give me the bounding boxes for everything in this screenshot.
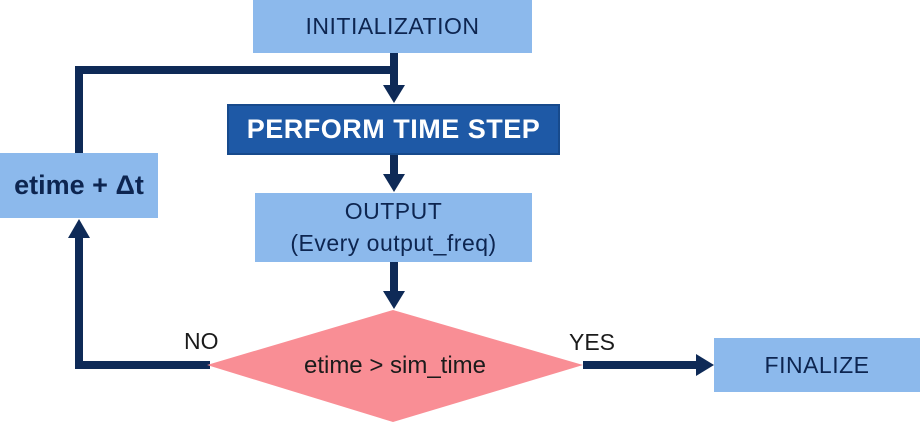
node-initialization: INITIALIZATION [253,0,532,53]
arrowhead-output-to-decision [383,291,405,309]
node-finalize-label: FINALIZE [764,351,870,378]
branch-label-no: NO [184,328,219,354]
decision-label: etime > sim_time [303,352,487,379]
node-perform-time-step: PERFORM TIME STEP [227,104,560,155]
node-initialization-label: INITIALIZATION [305,13,480,39]
node-etime-increment-label: etime + Δt [14,170,144,200]
decision-node: etime > sim_time [207,310,583,422]
node-output-sublabel: (Every output_freq) [290,229,497,256]
node-finalize: FINALIZE [714,338,920,392]
decision-diamond-shape [207,310,583,422]
node-etime-increment: etime + Δt [0,153,158,218]
branch-label-yes: YES [569,329,616,355]
node-perform-time-step-label: PERFORM TIME STEP [246,114,541,144]
node-output: OUTPUT (Every output_freq) [255,193,532,262]
edge-etime-loop-back [75,66,398,153]
arrowhead-init-to-perform [383,85,405,103]
node-output-label: OUTPUT [344,197,443,224]
arrowhead-no-to-etime [68,219,90,238]
edge-no-to-etime [75,237,210,369]
arrowhead-perform-to-output [383,174,405,192]
arrowhead-yes-to-finalize [696,354,714,376]
